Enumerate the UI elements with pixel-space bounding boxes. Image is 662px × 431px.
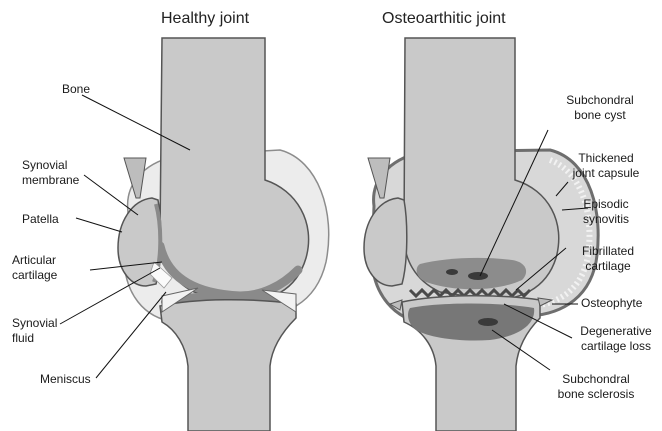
label-synovial-membrane: Synovial membrane [22, 158, 79, 188]
label-episodic-synovitis: Episodic synovitis [583, 197, 629, 227]
label-thickened-joint-capsule: Thickened joint capsule [573, 151, 640, 181]
title-healthy-joint: Healthy joint [161, 10, 249, 28]
label-subchondral-bone-cyst: Subchondral bone cyst [566, 93, 633, 123]
label-articular-cartilage: Articular cartilage [12, 253, 57, 283]
oa-tibia-cyst [478, 318, 498, 326]
oa-cyst-1 [468, 272, 488, 280]
label-synovial-fluid: Synovial fluid [12, 316, 57, 346]
label-bone: Bone [62, 82, 90, 97]
label-fibrillated-cartilage: Fibrillated cartilage [582, 244, 634, 274]
label-subchondral-bone-sclerosis: Subchondral bone sclerosis [558, 372, 635, 402]
leader-patella [76, 218, 122, 232]
label-meniscus: Meniscus [40, 372, 91, 387]
oa-cyst-2 [446, 269, 458, 275]
label-degenerative-cartilage-loss: Degenerative cartilage loss [580, 324, 651, 354]
healthy-joint [60, 38, 329, 431]
label-patella: Patella [22, 212, 59, 227]
leader-meniscus [96, 292, 166, 378]
healthy-tibia [160, 300, 296, 431]
title-oa-joint: Osteoarthitic joint [382, 10, 506, 28]
oa-patella [364, 198, 407, 286]
label-osteophyte: Osteophyte [581, 296, 642, 311]
